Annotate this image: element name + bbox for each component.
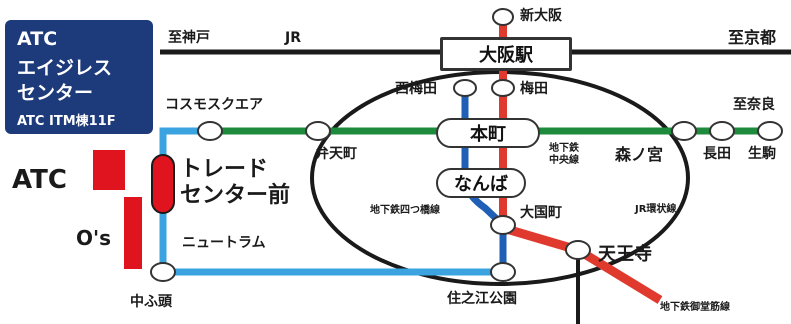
nagata-label: 長田 (703, 146, 731, 162)
shin-osaka-label: 新大阪 (520, 8, 562, 24)
cosmosquare-label: コスモスクエア (165, 97, 263, 113)
tennoji-marker (565, 240, 591, 260)
chuo-line-label: 地下鉄 中央線 (549, 143, 579, 166)
to-nara-label: 至奈良 (733, 97, 775, 113)
jr-loop-line-label: JR環状線 (635, 204, 677, 215)
trade-center-station-marker (151, 154, 175, 214)
atc-box-line4: ATC ITM棟11F (17, 114, 116, 129)
suminoe-koen-label: 住之江公園 (447, 291, 517, 307)
to-kyoto-label: 至京都 (728, 28, 777, 47)
new-tram-label: ニュートラム (182, 235, 266, 251)
atc-box-line3: センター (17, 82, 94, 104)
midosuji-line-label: 地下鉄御堂筋線 (660, 302, 730, 313)
hommachi-station-box: 本町 (436, 118, 540, 148)
tennoji-label: 天王寺 (598, 244, 652, 265)
nakafuto-marker (150, 262, 176, 282)
ikoma-label: 生駒 (748, 146, 776, 162)
trade-center-mae-label: トレード センター前 (180, 157, 291, 208)
nishi-umeda-marker (453, 79, 477, 97)
nagata-marker (709, 121, 735, 141)
morinomiya-marker (671, 121, 697, 141)
bentencho-marker (305, 121, 331, 141)
ikoma-marker (757, 121, 783, 141)
cosmosquare-marker (197, 121, 223, 141)
morinomiya-label: 森ノ宮 (615, 145, 664, 164)
nakafuto-label: 中ふ頭 (130, 294, 172, 310)
suminoe-koen-marker (490, 262, 516, 282)
yotsubashi-line-label: 地下鉄四つ橋線 (370, 205, 440, 216)
atc-building-label: ATC (12, 165, 67, 195)
atc-box-line1: ATC (17, 28, 58, 50)
atc-box-line2: エイジレス (17, 57, 113, 79)
umeda-marker (491, 79, 515, 97)
os-building-label: O's (76, 226, 112, 250)
shin-osaka-marker (492, 8, 514, 26)
os-building (124, 197, 142, 269)
umeda-label: 梅田 (520, 81, 548, 97)
daikokucho-marker (490, 215, 516, 235)
nishi-umeda-label: 西梅田 (395, 81, 437, 97)
daikokucho-label: 大国町 (520, 205, 562, 221)
to-kobe-label: 至神戸 (168, 30, 210, 46)
atc-ageless-center-box: ATC エイジレス センター ATC ITM棟11F (5, 20, 153, 134)
osaka-station-box: 大阪駅 (440, 37, 572, 71)
namba-station-box: なんば (436, 168, 526, 198)
jr-label: JR (285, 30, 301, 46)
bentencho-label: 弁天町 (315, 146, 357, 162)
atc-building (93, 150, 125, 190)
